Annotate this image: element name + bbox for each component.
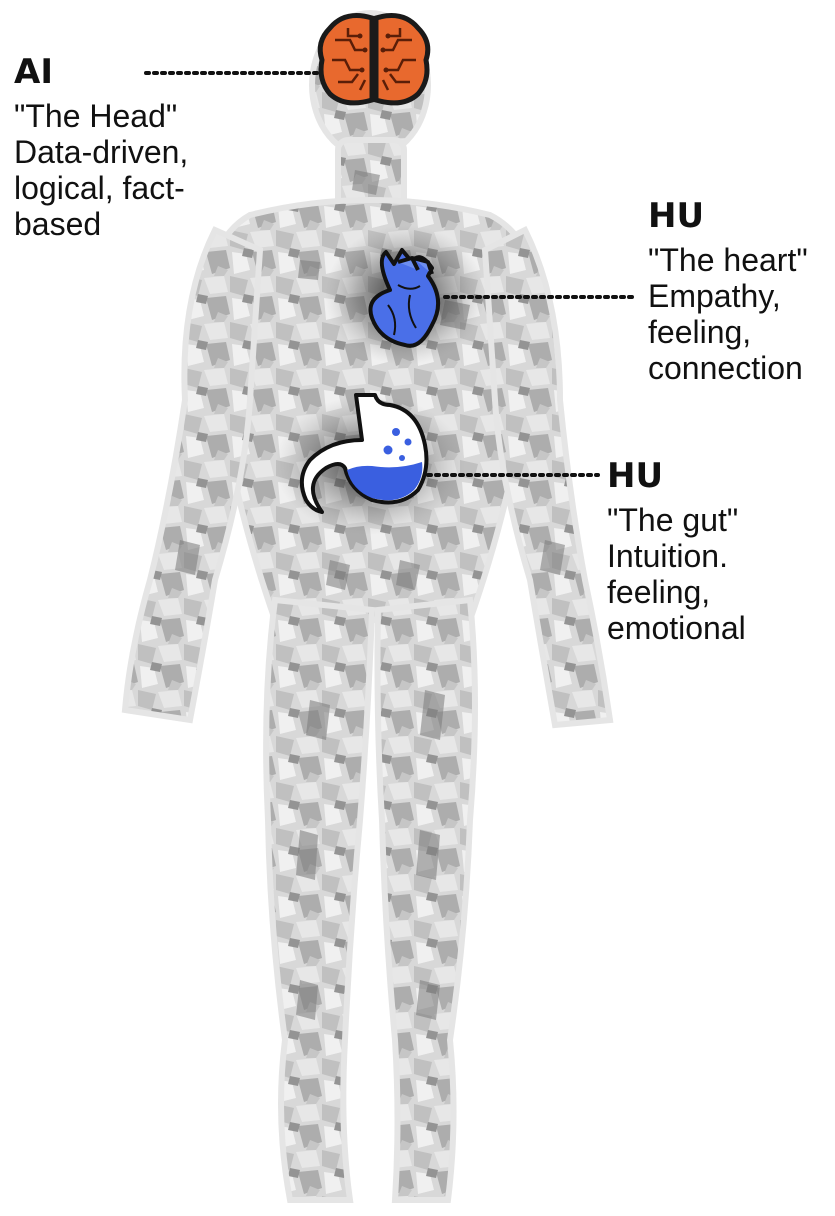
gut-label-line-2: Intuition. <box>607 538 746 574</box>
head-label-line-3: logical, fact- <box>14 170 188 206</box>
gut-label-line-3: feeling, <box>607 574 746 610</box>
head-label: AI "The Head" Data-driven, logical, fact… <box>14 52 188 242</box>
head-label-line-2: Data-driven, <box>14 134 188 170</box>
anatomical-heart-icon <box>370 250 438 346</box>
head-label-line-1: "The Head" <box>14 98 188 134</box>
heart-hu-tag: HU <box>648 196 808 236</box>
gut-label-line-1: "The gut" <box>607 502 746 538</box>
heart-label-line-4: connection <box>648 350 808 386</box>
gut-label-line-4: emotional <box>607 610 746 646</box>
ai-tag: AI <box>14 52 188 92</box>
heart-label-line-1: "The heart" <box>648 242 808 278</box>
heart-label-line-2: Empathy, <box>648 278 808 314</box>
gut-label: HU "The gut" Intuition. feeling, emotion… <box>607 456 746 646</box>
body-silhouette <box>125 13 610 1200</box>
heart-label: HU "The heart" Empathy, feeling, connect… <box>648 196 808 386</box>
brain-circuit-icon <box>320 16 428 103</box>
gut-hu-tag: HU <box>607 456 746 496</box>
heart-label-line-3: feeling, <box>648 314 808 350</box>
head-label-line-4: based <box>14 206 188 242</box>
